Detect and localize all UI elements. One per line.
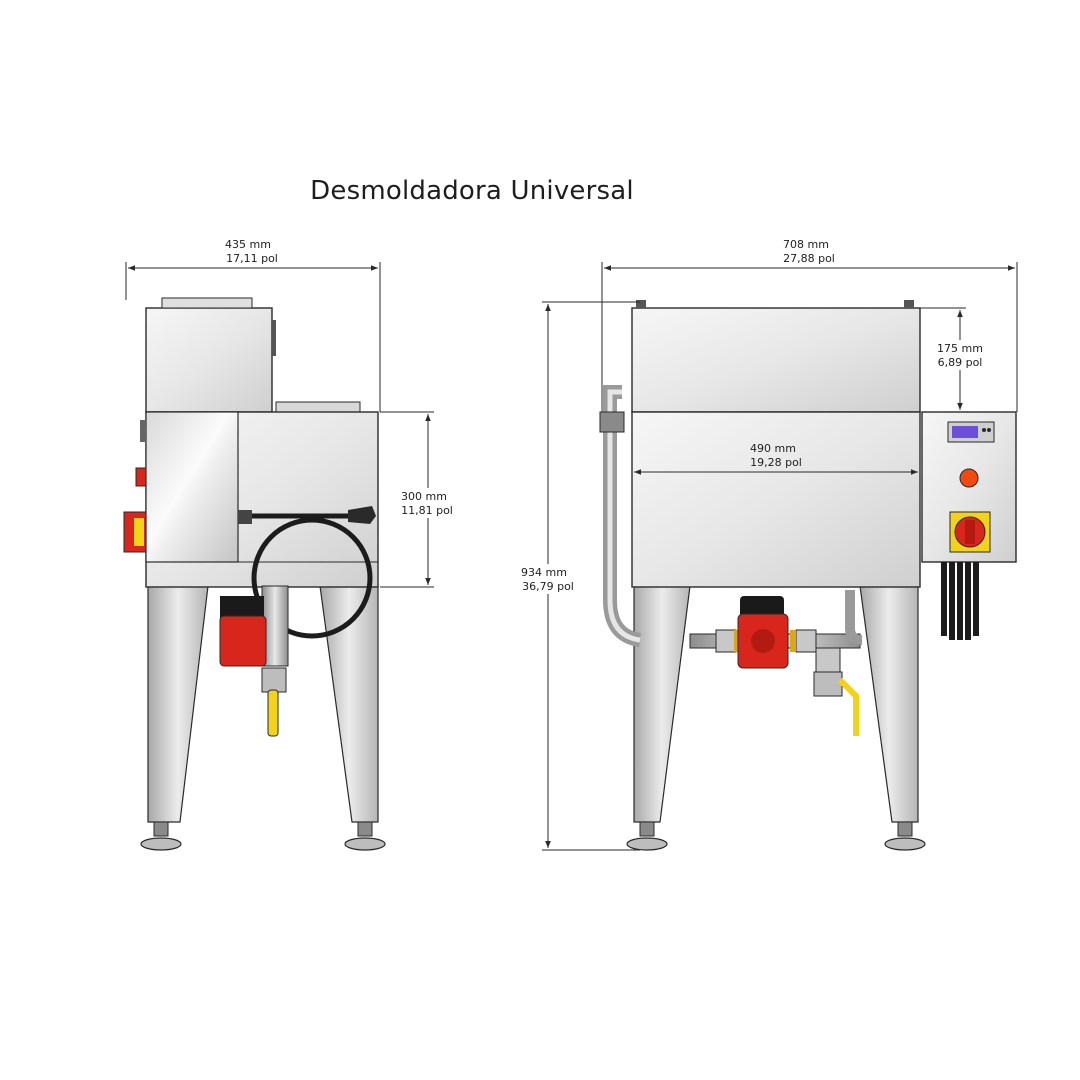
front-width-dimension: 708 mm 27,88 pol [601, 238, 1018, 412]
front-legs [626, 585, 926, 851]
total-height-dimension: 934 mm 36,79 pol [516, 301, 640, 851]
total-height-mm: 934 mm [521, 566, 567, 579]
side-cabinet-height-mm: 300 mm [401, 490, 447, 503]
side-cabinet-height-pol: 11,81 pol [401, 504, 453, 517]
hose-coil [251, 517, 373, 639]
side-pump-motor [220, 596, 264, 618]
front-view [599, 300, 1017, 851]
tank-width-pol: 19,28 pol [750, 456, 802, 469]
indicator-lamp [959, 468, 979, 488]
control-box-offset-dimension: 175 mm 6,89 pol [920, 307, 988, 410]
front-tank [631, 307, 921, 413]
side-legs [140, 585, 386, 851]
total-height-pol: 36,79 pol [522, 580, 574, 593]
front-valve-handle [837, 677, 859, 736]
side-cabinet-height-dimension: 300 mm 11,81 pol [380, 411, 458, 588]
side-width-dimension: 435 mm 17,11 pol [125, 238, 381, 412]
side-hopper [145, 307, 273, 413]
front-width-mm: 708 mm [783, 238, 829, 251]
side-valve-handle [267, 689, 279, 737]
control-box-offset-mm: 175 mm [937, 342, 983, 355]
side-pump [219, 615, 267, 667]
front-pump-assembly [689, 590, 863, 736]
page-title: Desmoldadora Universal [310, 176, 634, 206]
front-pump-motor [740, 596, 784, 618]
control-box [921, 411, 1017, 640]
side-view [123, 297, 386, 851]
side-width-mm: 435 mm [225, 238, 271, 251]
tank-width-dimension: 490 mm 19,28 pol [634, 442, 918, 475]
front-width-pol: 27,88 pol [783, 252, 835, 265]
side-width-pol: 17,11 pol [226, 252, 278, 265]
control-box-offset-pol: 6,89 pol [938, 356, 983, 369]
tank-width-mm: 490 mm [750, 442, 796, 455]
front-cabinet [631, 411, 921, 588]
